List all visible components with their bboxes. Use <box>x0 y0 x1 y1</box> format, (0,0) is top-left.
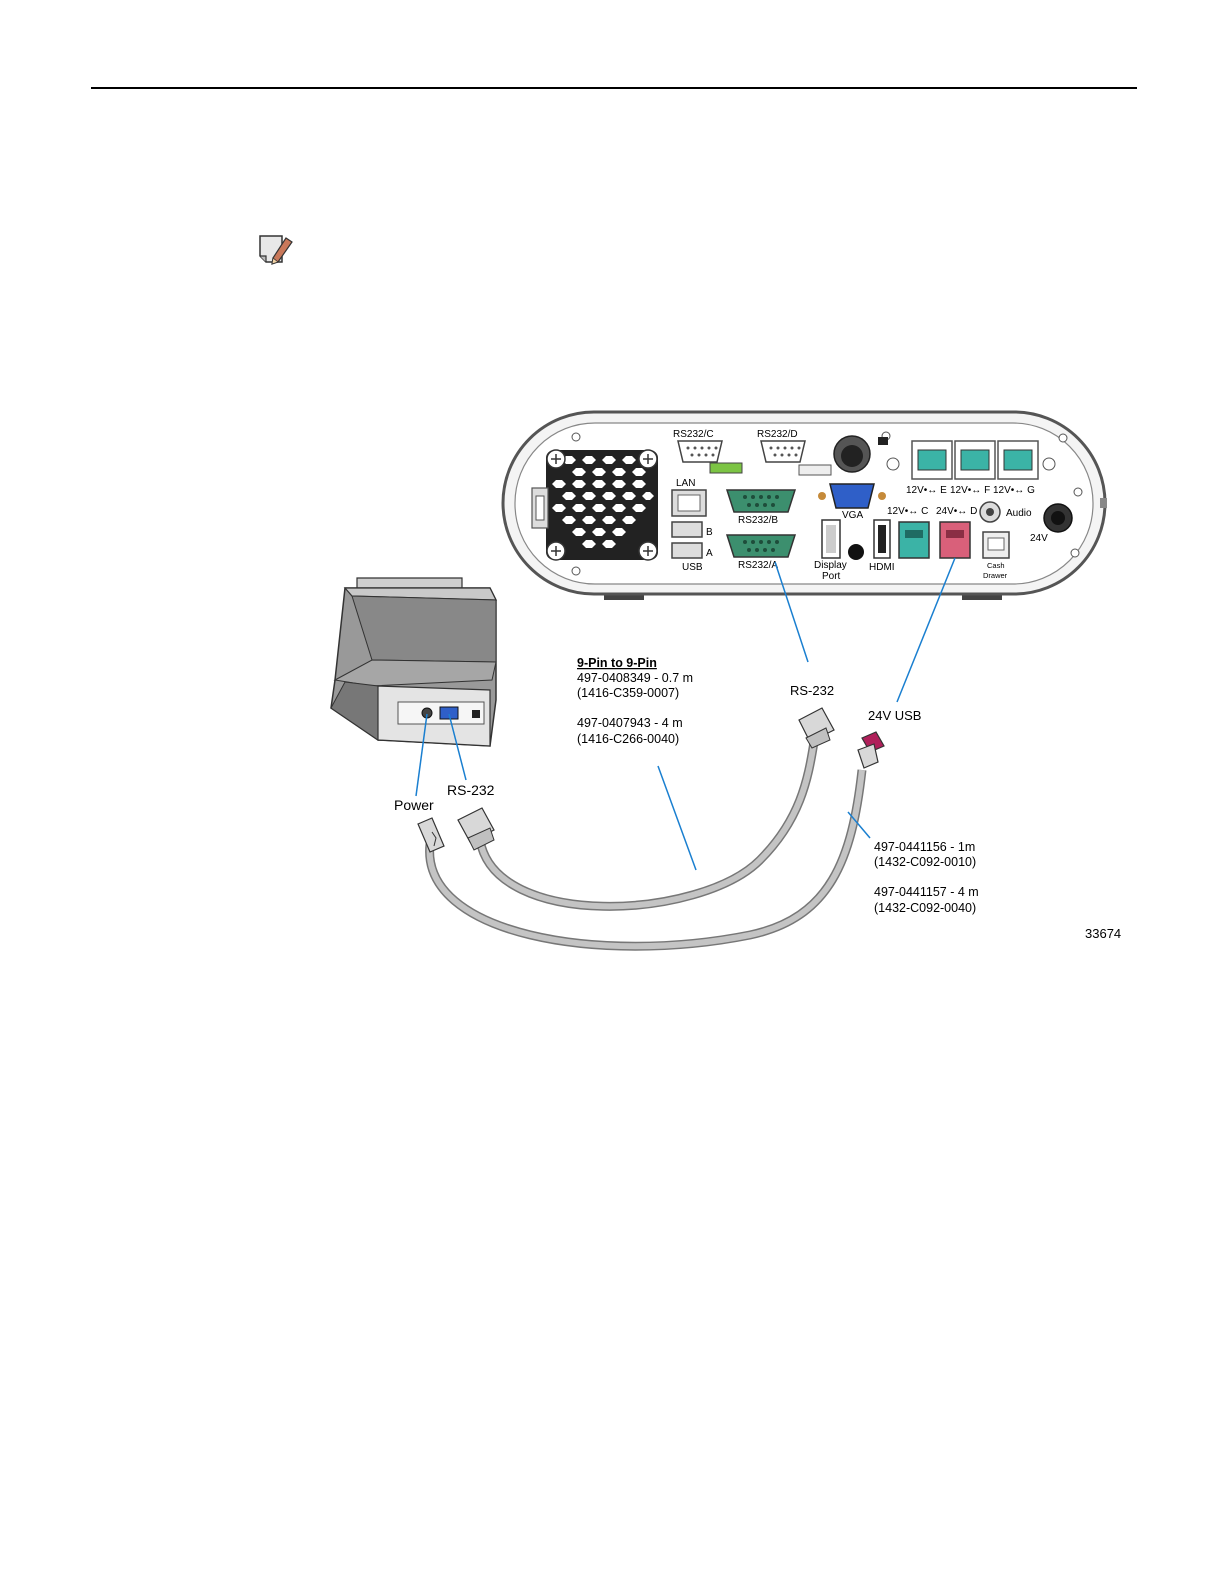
header-rule <box>91 87 1137 89</box>
usb-c-port <box>898 521 930 559</box>
rs232-a-callout <box>774 561 809 663</box>
rs232-a-label: RS232/A <box>738 560 778 571</box>
printer-rs232-label: RS-232 <box>447 782 495 798</box>
usb-label: USB <box>682 562 703 573</box>
rs232-cable-title: 9-Pin to 9-Pin <box>577 656 657 670</box>
hdmi-label: HDMI <box>869 562 895 573</box>
terminal-rs232-plug <box>798 707 835 749</box>
usb-cable-part-2: 497-0441157 - 4 m <box>874 885 979 899</box>
usb-cable-callout <box>847 811 871 839</box>
usb-e-label: 12V•↔ E <box>906 485 947 496</box>
rs232-d-port <box>760 440 806 463</box>
drawer-label: Drawer <box>983 571 1008 580</box>
printer-power-callout <box>415 713 428 797</box>
lan-label: LAN <box>676 478 695 489</box>
receipt-printer <box>330 577 497 747</box>
rs232-cable-callout <box>657 765 697 871</box>
printer-rs232-callout <box>448 713 467 781</box>
display-port-label-2: Port <box>822 571 841 582</box>
usb-d-port <box>939 521 971 559</box>
rs232-cable-end-label: RS-232 <box>790 683 834 698</box>
usb-cable-part-1: 497-0441156 - 1m <box>874 840 975 854</box>
usb-cable <box>426 769 865 950</box>
rs232-a-port <box>725 534 797 558</box>
note-pencil-icon <box>259 235 293 265</box>
rs232-cable-part-1: 497-0408349 - 0.7 m <box>577 671 693 685</box>
rs232-b-label: RS232/B <box>738 515 778 526</box>
terminal-rear-panel: RS232/C RS232/D LAN B A USB RS232/B RS23… <box>501 410 1107 600</box>
rs232-c-port <box>677 440 723 463</box>
vga-port <box>829 483 875 509</box>
usb-d-callout <box>896 557 956 703</box>
usb-c-label: 12V•↔ C <box>887 506 928 517</box>
printer-rs232-plug <box>457 807 495 851</box>
usb-cable-code-1: (1432-C092-0010) <box>874 855 976 869</box>
powered-usb-efg-ports <box>911 440 1039 480</box>
rs232-cable <box>477 741 817 910</box>
usb-d-label: 24V•↔ D <box>936 506 977 517</box>
printer-power-label: Power <box>394 797 434 813</box>
rs232-b-port <box>725 489 797 513</box>
usb-g-label: 12V•↔ G <box>993 485 1035 496</box>
rs232-d-label: RS232/D <box>757 429 798 440</box>
power-24v-label: 24V <box>1030 533 1048 544</box>
rs232-cable-outline <box>475 741 819 911</box>
usb-b-label: B <box>706 527 713 538</box>
usb-a-label: A <box>706 548 713 559</box>
rs232-cable-part-2: 497-0407943 - 4 m <box>577 716 683 730</box>
usb-cable-code-2: (1432-C092-0040) <box>874 901 976 915</box>
printer-rs232-port <box>439 706 459 720</box>
usb-f-label: 12V•↔ F <box>950 485 990 496</box>
rs232-cable-code-1: (1416-C359-0007) <box>577 686 679 700</box>
display-port-label: Display <box>814 560 847 571</box>
usb-cable-end-label: 24V USB <box>868 708 921 723</box>
usb-b-port <box>671 521 703 538</box>
cash-label: Cash <box>987 561 1005 570</box>
figure-number: 33674 <box>1085 926 1121 941</box>
rs232-cable-code-2: (1416-C266-0040) <box>577 732 679 746</box>
audio-label: Audio <box>1006 508 1032 519</box>
rs232-c-label: RS232/C <box>673 429 714 440</box>
printer-power-plug <box>417 817 445 853</box>
terminal-usb-plug <box>857 731 885 769</box>
vga-label: VGA <box>842 510 863 521</box>
fan-grille <box>546 449 658 561</box>
usb-a-port <box>671 542 703 559</box>
